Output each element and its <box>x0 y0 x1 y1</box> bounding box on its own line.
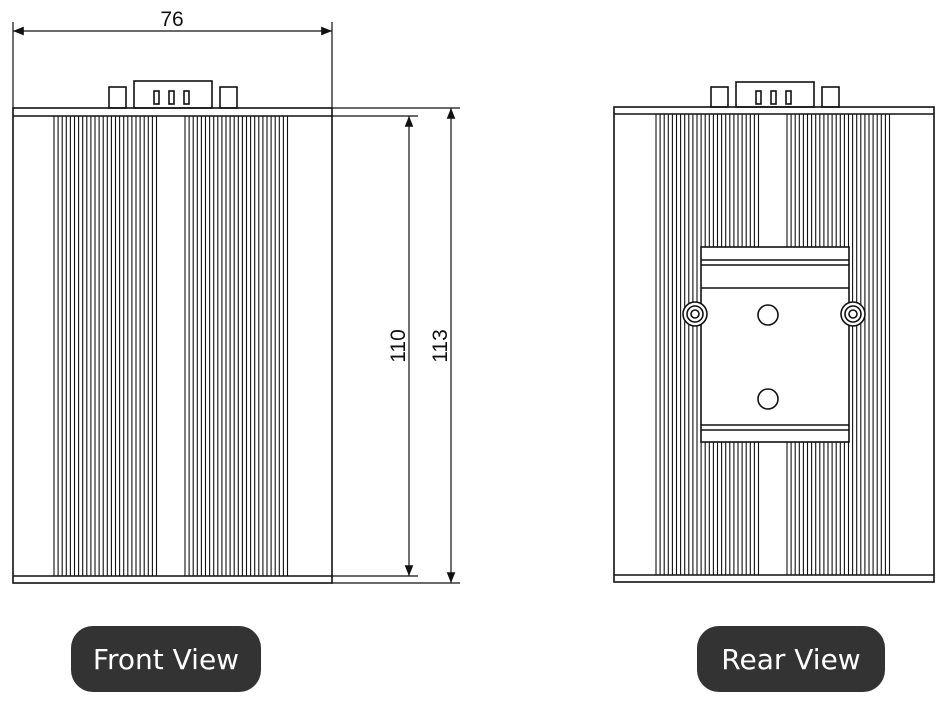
clip-hole-top <box>757 304 779 326</box>
front-fins-right <box>184 116 289 576</box>
rear-body-outline <box>613 106 935 583</box>
front-connector <box>108 80 238 109</box>
din-rail-clip <box>682 246 866 443</box>
front-fins-left <box>53 116 158 576</box>
width-dimension <box>12 22 333 108</box>
front-view-label: Front View <box>71 626 261 692</box>
rear-view-label: Rear View <box>697 626 885 692</box>
rear-connector <box>710 81 840 108</box>
height-dimensions <box>332 107 460 584</box>
front-view <box>12 80 333 584</box>
outer-height-label: 113 <box>429 329 452 362</box>
rear-view <box>613 81 935 583</box>
front-body-outline <box>12 107 333 584</box>
left-screw-icon <box>682 301 708 327</box>
inner-height-label: 110 <box>387 329 410 362</box>
clip-hole-bottom <box>757 388 779 410</box>
right-screw-icon <box>840 301 866 327</box>
width-dimension-label: 76 <box>160 8 183 31</box>
